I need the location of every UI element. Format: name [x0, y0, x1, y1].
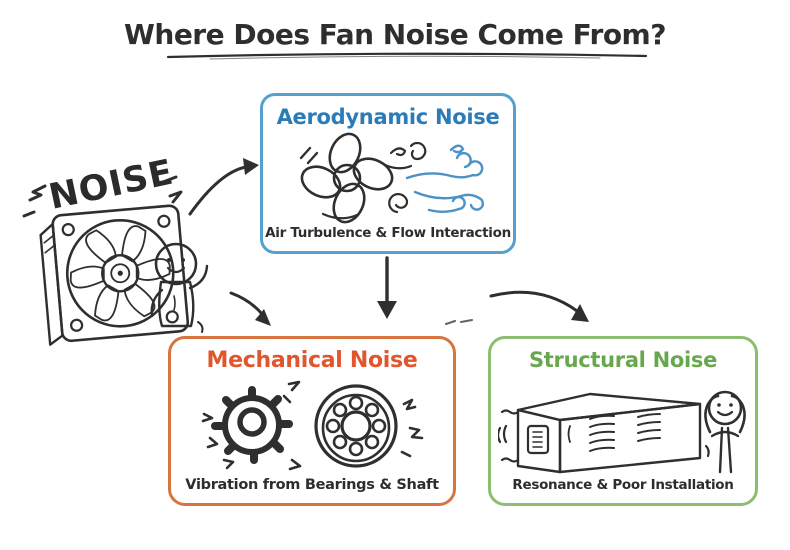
mechanical-noise-box: Mechanical Noise: [168, 336, 456, 506]
fan-blades: [69, 225, 171, 322]
cabinet-drawing: [498, 392, 710, 473]
gray-air-swirls: [383, 141, 427, 214]
arrow-fan-to-aerodynamic: [188, 158, 259, 216]
cabinet-vibration-marks: [498, 408, 710, 463]
gear-icon: [211, 386, 293, 464]
arrow-aerodynamic-to-structural: [489, 290, 589, 322]
structural-noise-caption: Resonance & Poor Installation: [512, 477, 734, 493]
peeking-person-drawing: [150, 242, 209, 333]
scribble-dashes: [445, 319, 473, 325]
vibration-marks: [201, 380, 424, 471]
vibrating-cabinet-and-person-icon: [498, 372, 748, 477]
arrow-fan-to-mechanical: [229, 291, 271, 326]
aerodynamic-noise-caption: Air Turbulence & Flow Interaction: [265, 225, 511, 241]
page-title: Where Does Fan Noise Come From?: [124, 18, 666, 51]
aerodynamic-noise-box: Aerodynamic Noise: [260, 93, 516, 254]
gear-and-bearing-icon: [188, 373, 436, 477]
arrow-aerodynamic-to-mechanical: [377, 256, 397, 319]
case-fan-drawing: [39, 204, 190, 346]
small-fan-icon: [299, 132, 394, 224]
title-underline-echo: [209, 55, 601, 60]
bearing-icon: [314, 384, 398, 468]
aerodynamic-noise-title: Aerodynamic Noise: [276, 105, 500, 129]
structural-noise-box: Structural Noise: [488, 336, 758, 506]
noise-emphasis-marks: [22, 175, 183, 218]
person-covering-ears: [704, 390, 746, 473]
mechanical-noise-title: Mechanical Noise: [206, 348, 418, 373]
blue-air-swirls: [405, 144, 485, 213]
cabinet-vents: [589, 412, 661, 452]
structural-noise-title: Structural Noise: [528, 348, 718, 372]
mechanical-noise-caption: Vibration from Bearings & Shaft: [185, 477, 439, 493]
fan-with-airflow-icon: [279, 129, 497, 225]
title-underline: [166, 52, 648, 59]
